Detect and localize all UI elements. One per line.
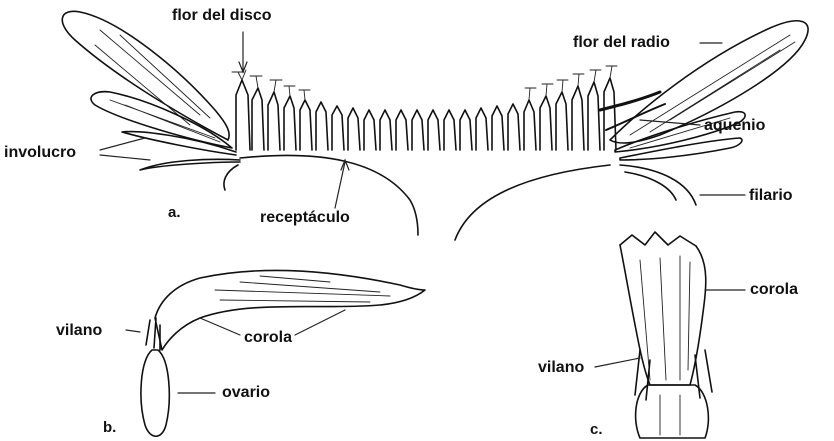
label-b-corolla: corola bbox=[244, 330, 292, 346]
panel-b-letter: b. bbox=[103, 420, 116, 435]
label-b-ovary: ovario bbox=[222, 385, 270, 401]
label-b-pappus: vilano bbox=[56, 323, 102, 339]
label-phyllary: filario bbox=[749, 188, 793, 204]
floret-c-corolla-top bbox=[620, 232, 696, 246]
ray-petal-left-mid bbox=[91, 92, 232, 148]
panel-a-letter: a. bbox=[168, 205, 181, 220]
leader-receptacle bbox=[335, 162, 345, 208]
label-c-pappus: vilano bbox=[538, 360, 584, 376]
panel-b-drawing bbox=[141, 271, 425, 437]
floret-b-ovary bbox=[141, 350, 169, 436]
label-achene: aquenio bbox=[704, 118, 765, 134]
leader-involucre-1 bbox=[100, 138, 145, 150]
ray-petal-left-large bbox=[62, 11, 229, 140]
panel-c-drawing bbox=[620, 232, 712, 438]
label-involucre: involucro bbox=[4, 145, 76, 161]
leader-involucre-2 bbox=[100, 155, 150, 160]
phyllary-right bbox=[620, 165, 696, 205]
label-c-corolla: corola bbox=[750, 282, 798, 298]
label-ray-flower: flor del radio bbox=[573, 35, 670, 51]
receptacle-right bbox=[455, 165, 610, 240]
involucre-bract-2 bbox=[140, 159, 240, 170]
label-receptacle: receptáculo bbox=[260, 210, 350, 226]
disc-florets-row bbox=[236, 78, 616, 150]
panel-c-letter: c. bbox=[590, 422, 603, 437]
panel-c-leaders bbox=[595, 290, 745, 367]
label-disc-flower: flor del disco bbox=[172, 8, 272, 24]
